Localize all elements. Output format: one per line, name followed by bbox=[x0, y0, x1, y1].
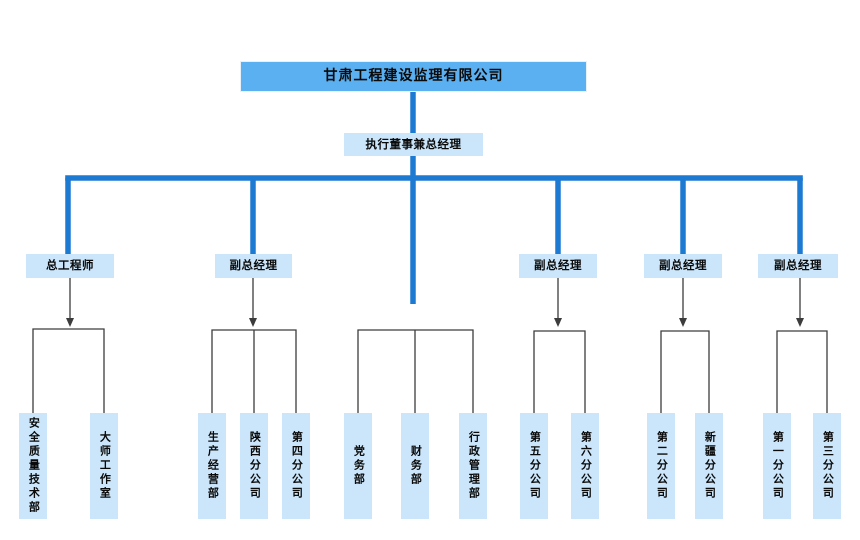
bracket-group-6 bbox=[776, 330, 828, 413]
bracket-group-3 bbox=[357, 329, 474, 413]
arrowheads bbox=[66, 318, 804, 327]
dept-third-branch: 第三分公司 bbox=[813, 413, 841, 519]
arrowhead-deputy-gm-2 bbox=[554, 318, 562, 327]
node-chief-engineer: 总工程师 bbox=[26, 254, 114, 278]
dept-fourth-branch: 第四分公司 bbox=[282, 413, 310, 519]
node-deputy-gm-4: 副总经理 bbox=[758, 254, 838, 278]
node-deputy-gm-1: 副总经理 bbox=[215, 254, 292, 278]
node-deputy-gm-2: 副总经理 bbox=[519, 254, 597, 278]
dept-finance: 财务部 bbox=[401, 413, 429, 519]
arrowhead-chief-engineer bbox=[66, 318, 74, 327]
arrowhead-deputy-gm-3 bbox=[679, 318, 687, 327]
secondary-connectors bbox=[32, 278, 828, 413]
dept-party-affairs: 党务部 bbox=[344, 413, 372, 519]
node-company: 甘肃工程建设监理有限公司 bbox=[240, 61, 587, 92]
arrowhead-deputy-gm-1 bbox=[249, 318, 257, 327]
node-deputy-gm-3: 副总经理 bbox=[644, 254, 722, 278]
bracket-group-4 bbox=[533, 330, 586, 413]
dept-admin-management: 行政管理部 bbox=[459, 413, 487, 519]
dept-master-studio: 大师工作室 bbox=[90, 413, 118, 519]
node-executive-director-gm: 执行董事兼总经理 bbox=[344, 133, 483, 156]
dept-fifth-branch: 第五分公司 bbox=[520, 413, 548, 519]
dept-safety-quality-tech: 安全质量技术部 bbox=[19, 413, 47, 519]
bracket-group-5 bbox=[660, 330, 710, 413]
dept-shaanxi-branch: 陕西分公司 bbox=[240, 413, 268, 519]
arrowhead-deputy-gm-4 bbox=[796, 318, 804, 327]
dept-second-branch: 第二分公司 bbox=[647, 413, 675, 519]
dept-sixth-branch: 第六分公司 bbox=[571, 413, 599, 519]
bracket-group-2 bbox=[211, 329, 297, 413]
dept-production-operations: 生产经营部 bbox=[198, 413, 226, 519]
dept-xinjiang-branch: 新疆分公司 bbox=[695, 413, 723, 519]
bracket-group-1 bbox=[32, 328, 105, 413]
dept-first-branch: 第一分公司 bbox=[763, 413, 791, 519]
